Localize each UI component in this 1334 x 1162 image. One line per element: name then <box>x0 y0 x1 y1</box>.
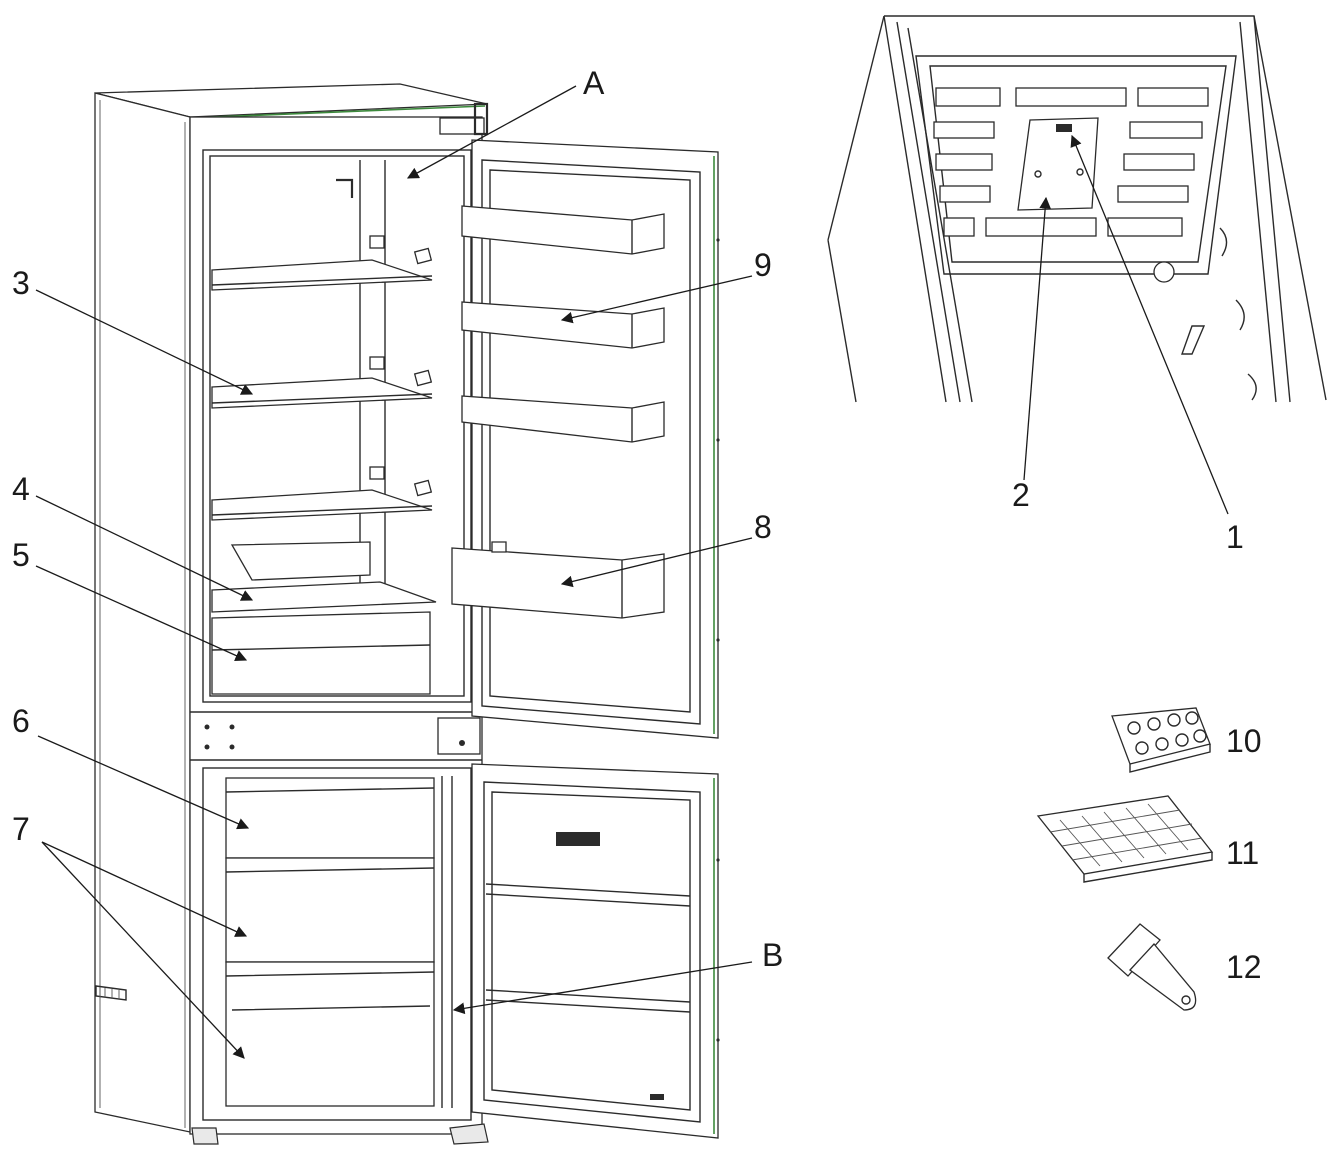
callout-6: 6 <box>12 703 30 739</box>
callout-7: 7 <box>12 811 30 847</box>
callout-12: 12 <box>1226 949 1262 985</box>
callout-1: 1 <box>1226 519 1244 555</box>
fridge-shelves <box>211 235 437 695</box>
callout-8: 8 <box>754 509 772 545</box>
egg-tray-icon <box>1111 707 1211 773</box>
callout-3: 3 <box>12 265 30 301</box>
callout-2: 2 <box>1012 477 1030 513</box>
leader-lines <box>35 85 1229 1059</box>
callout-5: 5 <box>12 537 30 573</box>
inset-light-housing <box>827 15 1327 403</box>
callout-A: A <box>583 65 605 101</box>
freezer-drawers <box>225 776 453 1108</box>
upper-door <box>451 139 720 739</box>
ice-scraper-icon <box>1107 923 1197 1011</box>
callout-10: 10 <box>1226 723 1262 759</box>
callout-4: 4 <box>12 471 30 507</box>
callout-11: 11 <box>1226 835 1259 871</box>
callout-B: B <box>762 937 783 973</box>
lower-door <box>471 763 720 1139</box>
callout-9: 9 <box>754 247 772 283</box>
ice-tray-icon <box>1036 795 1214 883</box>
